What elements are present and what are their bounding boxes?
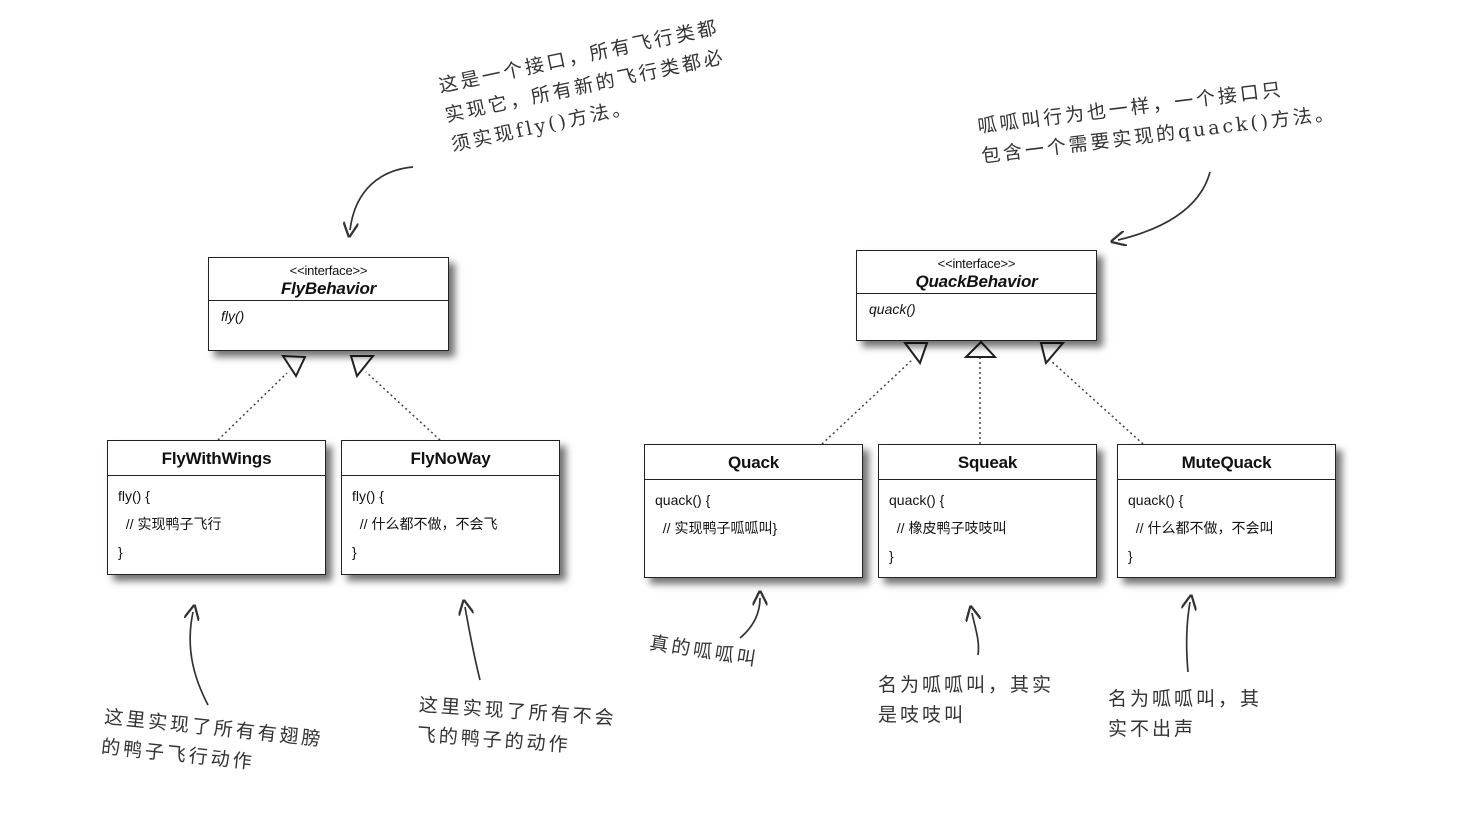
realization-line-quack <box>821 359 913 445</box>
fly-with-wings-body: fly() { // 实现鸭子飞行 } <box>118 488 222 560</box>
quack-class-name: Quack <box>645 445 862 480</box>
squeak-class-name: Squeak <box>879 445 1096 480</box>
realization-line-flywithwings <box>217 372 288 441</box>
note-mute-quack: 名为呱呱叫，其 实不出声 <box>1108 688 1263 740</box>
realization-line-flynoway <box>365 371 441 441</box>
realization-line-mutequack <box>1049 359 1144 445</box>
quack-behavior-name: QuackBehavior <box>915 272 1038 291</box>
fly-behavior-name: FlyBehavior <box>280 279 377 298</box>
squeak-class: Squeak quack() { // 橡皮鸭子吱吱叫 } <box>878 444 1097 578</box>
note-arrow-flywithwings <box>190 612 209 706</box>
note-arrow-quack <box>739 598 760 639</box>
note-arrow-mutequack <box>1187 602 1190 673</box>
quack-behavior-stereotype: <<interface>> <box>937 256 1016 271</box>
note-arrow-flynoway <box>465 607 481 681</box>
fly-with-wings-class: FlyWithWings fly() { // 实现鸭子飞行 } <box>107 440 326 575</box>
realization-triangle-flynoway <box>349 355 376 379</box>
fly-no-way-body: fly() { // 什么都不做，不会飞 } <box>352 488 498 560</box>
fly-behavior-stereotype: <<interface>> <box>289 263 368 278</box>
quack-behavior-method: quack() <box>869 301 916 317</box>
fly-no-way-class: FlyNoWay fly() { // 什么都不做，不会飞 } <box>341 440 560 575</box>
quack-behavior-interface: <<interface>> QuackBehavior quack() <box>856 250 1097 341</box>
note-arrow-squeak <box>972 613 978 656</box>
note-arrow-fly-interface <box>350 166 414 230</box>
realization-triangle-quack <box>903 342 929 366</box>
fly-behavior-method: fly() <box>221 308 245 324</box>
fly-behavior-interface: <<interface>> FlyBehavior fly() <box>208 257 449 351</box>
quack-behavior-header: <<interface>> QuackBehavior <box>857 251 1096 294</box>
mute-quack-class: MuteQuack quack() { // 什么都不做，不会叫 } <box>1117 444 1336 578</box>
realization-triangle-mutequack <box>1039 342 1066 366</box>
fly-with-wings-name: FlyWithWings <box>108 441 325 476</box>
squeak-class-body: quack() { // 橡皮鸭子吱吱叫 } <box>889 492 1007 564</box>
mute-quack-class-name: MuteQuack <box>1118 445 1335 480</box>
quack-class-body: quack() { // 实现鸭子呱呱叫} <box>655 492 778 536</box>
mute-quack-class-body: quack() { // 什么都不做，不会叫 } <box>1128 492 1274 564</box>
quack-class: Quack quack() { // 实现鸭子呱呱叫} <box>644 444 863 578</box>
realization-triangle-flywithwings <box>281 354 307 379</box>
fly-behavior-header: <<interface>> FlyBehavior <box>209 258 448 301</box>
note-arrow-quack-interface <box>1118 171 1211 240</box>
realization-triangle-squeak <box>963 340 998 358</box>
note-squeak: 名为呱呱叫，其实 是吱吱叫 <box>878 674 1055 726</box>
fly-no-way-name: FlyNoWay <box>342 441 559 476</box>
